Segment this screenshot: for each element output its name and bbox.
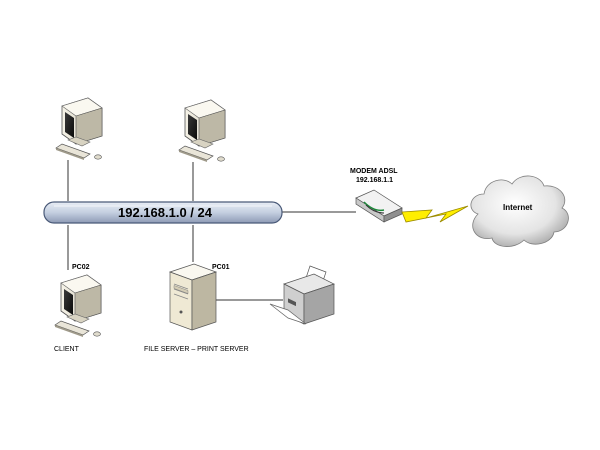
workstation-icon xyxy=(55,97,103,161)
cloud-icon xyxy=(470,175,569,247)
pc02-role-label: CLIENT xyxy=(54,346,79,353)
network-address-label: 192.168.1.0 / 24 xyxy=(118,205,212,220)
pc02-workstation-icon xyxy=(54,274,102,338)
pc01-name-label: PC01 xyxy=(212,264,230,271)
server-tower-icon xyxy=(168,263,218,331)
workstation-icon xyxy=(178,99,226,163)
internet-label: Internet xyxy=(503,203,533,212)
modem-title-label: MODEM ADSL xyxy=(350,168,398,175)
lightning-bolt-icon xyxy=(401,205,469,223)
modem-icon xyxy=(355,189,403,223)
modem-ip-label: 192.168.1.1 xyxy=(356,177,393,184)
pc02-name-label: PC02 xyxy=(72,264,90,271)
pc01-role-label: FILE SERVER – PRINT SERVER xyxy=(144,346,249,353)
network-bus xyxy=(43,201,283,224)
printer-icon xyxy=(269,265,335,325)
